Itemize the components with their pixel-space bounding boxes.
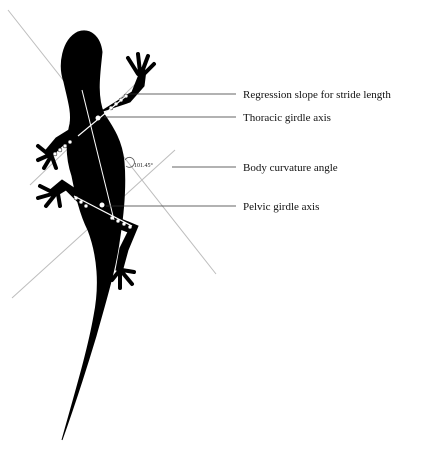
curvature-angle-arc xyxy=(125,157,134,167)
curvature-angle-value: 101.45° xyxy=(134,162,154,169)
label-pelvic-axis: Pelvic girdle axis xyxy=(243,201,319,213)
label-curvature-angle: Body curvature angle xyxy=(243,162,338,174)
gecko-silhouette xyxy=(38,31,154,440)
label-thoracic-axis: Thoracic girdle axis xyxy=(243,112,331,124)
thoracic-center-dot xyxy=(96,116,101,121)
pelvic-center-dot xyxy=(100,203,105,208)
label-stride-slope: Regression slope for stride length xyxy=(243,89,391,101)
